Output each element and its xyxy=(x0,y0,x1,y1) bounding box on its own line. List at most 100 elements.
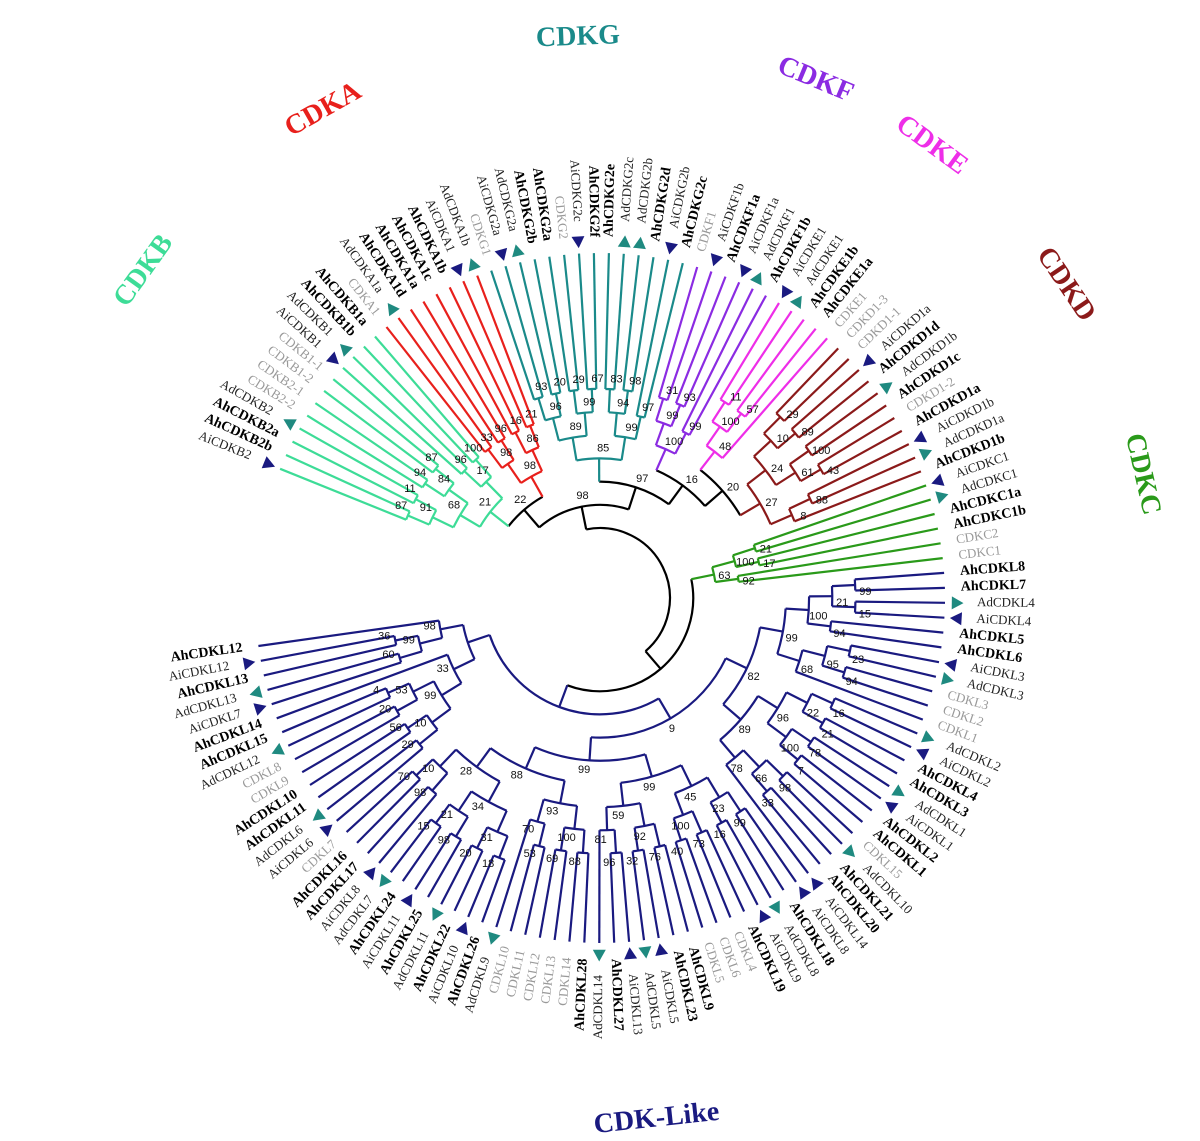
branch-line xyxy=(786,771,854,835)
branch-line xyxy=(633,827,640,851)
branch-line xyxy=(332,378,440,467)
branch-line xyxy=(623,390,629,414)
bootstrap-label: 16 xyxy=(833,708,845,720)
bootstrap-label: 15 xyxy=(859,609,871,621)
bootstrap-label: 99 xyxy=(785,633,797,645)
triangle-up-icon xyxy=(842,844,855,858)
bootstrap-label: 8 xyxy=(800,511,806,523)
branch-line xyxy=(415,758,434,777)
branch-line xyxy=(791,727,812,743)
bootstrap-label: 29 xyxy=(786,409,798,421)
branch-arc xyxy=(753,455,777,486)
bootstrap-label: 57 xyxy=(746,404,758,416)
branch-line xyxy=(559,827,566,851)
branch-line xyxy=(281,687,387,734)
branch-arc xyxy=(599,828,615,832)
bootstrap-label: 9 xyxy=(669,723,675,735)
bootstrap-label: 7 xyxy=(798,766,804,778)
bootstrap-label: 100 xyxy=(557,832,575,844)
branch-line xyxy=(448,286,520,432)
bootstrap-label: 98 xyxy=(779,782,791,794)
branch-line xyxy=(811,404,887,457)
branch-line xyxy=(622,255,640,391)
bootstrap-label: 100 xyxy=(671,821,689,833)
branch-line xyxy=(824,717,905,762)
branch-arc xyxy=(590,657,727,739)
branch-line xyxy=(481,859,506,923)
triangle-down-icon xyxy=(781,285,794,299)
branch-line xyxy=(742,749,761,768)
triangle-down-icon xyxy=(494,247,508,261)
branch-line xyxy=(683,281,741,408)
branch-line xyxy=(788,497,811,510)
triangle-down-icon xyxy=(571,236,585,249)
branch-line xyxy=(819,726,898,775)
bootstrap-label: 33 xyxy=(437,663,449,675)
branch-line xyxy=(592,253,598,389)
branch-line xyxy=(301,714,401,774)
triangle-down-icon xyxy=(799,886,812,900)
branch-arc xyxy=(576,457,622,462)
branch-line xyxy=(474,458,493,478)
branch-line xyxy=(673,792,685,816)
branch-line xyxy=(548,256,571,392)
branch-line xyxy=(314,402,429,481)
branch-line xyxy=(807,443,910,496)
branch-line xyxy=(691,573,715,581)
leaf-label: AdCDKL4 xyxy=(977,594,1035,610)
branch-line xyxy=(530,476,544,498)
bootstrap-label: 83 xyxy=(610,373,622,385)
bootstrap-label: 63 xyxy=(718,570,730,582)
branch-arc xyxy=(501,459,515,469)
leaf-label: CDKL14 xyxy=(555,956,574,1006)
branch-line xyxy=(848,655,937,678)
bootstrap-label: 16 xyxy=(510,415,522,427)
bootstrap-label: 99 xyxy=(578,764,590,776)
bootstrap-label: 33 xyxy=(762,798,774,810)
bootstrap-label: 94 xyxy=(414,467,426,479)
bootstrap-label: 94 xyxy=(617,397,629,409)
branch-arc xyxy=(432,758,449,774)
bootstrap-label: 27 xyxy=(765,497,777,509)
bootstrap-label: 60 xyxy=(382,649,394,661)
bootstrap-label: 61 xyxy=(801,467,813,479)
branch-arc xyxy=(807,736,816,748)
branch-line xyxy=(680,764,693,787)
triangle-up-icon xyxy=(468,258,481,272)
triangle-down-icon xyxy=(949,612,962,626)
branch-line xyxy=(588,737,593,761)
branch-line xyxy=(454,816,469,838)
branch-line xyxy=(435,293,513,435)
branch-arc xyxy=(853,579,857,591)
family-label-cdkc: CDKC xyxy=(1119,431,1167,518)
branch-line xyxy=(655,448,667,471)
branch-line xyxy=(855,586,945,592)
branch-line xyxy=(590,389,594,413)
branch-arc xyxy=(709,791,729,804)
bootstrap-label: 98 xyxy=(629,376,641,388)
branch-line xyxy=(434,803,451,824)
branch-arc xyxy=(673,810,693,820)
branch-line xyxy=(306,414,424,489)
branch-line xyxy=(299,427,419,497)
bootstrap-label: 100 xyxy=(781,742,799,754)
triangle-down-icon xyxy=(253,703,267,716)
branch-line xyxy=(639,802,646,827)
bootstrap-label: 20 xyxy=(379,704,391,716)
branch-line xyxy=(605,806,609,831)
branch-line xyxy=(674,841,704,928)
branch-line xyxy=(735,560,759,569)
branch-line xyxy=(826,645,851,652)
branch-line xyxy=(536,799,545,822)
branch-line xyxy=(811,692,834,705)
branch-line xyxy=(490,270,536,400)
branch-line xyxy=(763,416,782,435)
branch-line xyxy=(276,653,448,720)
branch-line xyxy=(399,650,423,660)
branch-line xyxy=(427,839,463,898)
branch-arc xyxy=(551,391,561,396)
branch-line xyxy=(524,847,546,936)
triangle-up-icon xyxy=(951,596,964,610)
branch-arc xyxy=(735,807,746,816)
